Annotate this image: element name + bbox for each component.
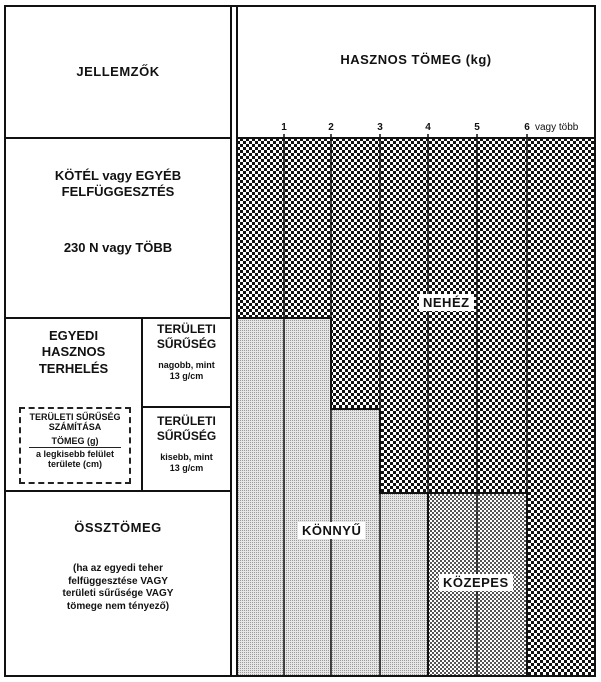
- formula-fraction-bar: [29, 447, 121, 449]
- density-low-title-line2: SŰRŰSÉG: [156, 429, 217, 443]
- single-payload-title: EGYEDI HASZNOS TERHELÉS: [5, 328, 142, 377]
- single-title-line2: HASZNOS: [41, 344, 106, 360]
- density-high-title-line2: SŰRŰSÉG: [156, 337, 217, 351]
- table-grid: [4, 5, 596, 677]
- density-low-desc-line1: kisebb, mint: [160, 452, 213, 462]
- tick-lines: [283, 134, 528, 676]
- tick-suffix: vagy több: [535, 122, 579, 133]
- total-note-line1: (ha az egyedi teher: [72, 563, 164, 574]
- area-density-formula: TERÜLETI SŰRŰSÉG SZÁMÍTÁSA TÖMEG (g) a l…: [19, 407, 131, 484]
- total-note-line4: tömege nem tényező): [66, 600, 170, 612]
- formula-denominator-line1: a legkisebb felület: [35, 449, 115, 460]
- zone-label-heavy: NEHÉZ: [419, 294, 474, 311]
- single-title-line1: EGYEDI: [48, 328, 99, 343]
- zone-label-medium: KÖZEPES: [439, 574, 513, 591]
- density-low-cell: TERÜLETI SŰRŰSÉG kisebb, mint 13 g/cm: [142, 414, 231, 475]
- density-high-desc-line1: nagobb, mint: [158, 360, 215, 370]
- rope-title-line1: KÖTÉL vagy EGYÉB: [54, 168, 182, 183]
- formula-line2: SZÁMÍTÁSA: [48, 422, 102, 433]
- zone-label-light: KÖNNYŰ: [298, 522, 366, 539]
- single-title-line3: TERHELÉS: [38, 360, 109, 376]
- density-high-cell: TERÜLETI SŰRŰSÉG nagobb, mint 13 g/cm: [142, 322, 231, 383]
- density-high-desc-line2: 13 g/cm: [169, 371, 204, 382]
- header-payload-mass: HASZNOS TÖMEG (kg): [340, 52, 492, 67]
- tick-6: 6: [524, 122, 530, 133]
- density-low-title-line1: TERÜLETI: [157, 414, 216, 428]
- total-note-line2: felfüggesztése VAGY: [68, 575, 168, 587]
- tick-4: 4: [425, 122, 431, 133]
- rope-title-line2: FELFÜGGESZTÉS: [61, 184, 175, 200]
- tick-3: 3: [377, 122, 383, 133]
- rope-value: 230 N vagy TÖBB: [63, 240, 173, 255]
- rope-title: KÖTÉL vagy EGYÉB FELFÜGGESZTÉS: [5, 168, 231, 201]
- tick-2: 2: [328, 122, 334, 133]
- density-high-title-line1: TERÜLETI: [157, 322, 216, 336]
- total-note-line3: területi sűrűsége VAGY: [62, 588, 174, 599]
- tick-5: 5: [474, 122, 480, 133]
- density-low-desc-line2: 13 g/cm: [169, 463, 204, 474]
- formula-numerator: TÖMEG (g): [51, 435, 99, 446]
- header-characteristics: JELLEMZŐK: [76, 64, 160, 79]
- total-title: ÖSSZTÖMEG: [74, 520, 162, 535]
- total-note: (ha az egyedi teher felfüggesztése VAGY …: [5, 563, 231, 613]
- formula-line1: TERÜLETI SŰRŰSÉG: [29, 412, 121, 422]
- formula-denominator-line2: területe (cm): [47, 459, 102, 470]
- tick-1: 1: [281, 122, 287, 133]
